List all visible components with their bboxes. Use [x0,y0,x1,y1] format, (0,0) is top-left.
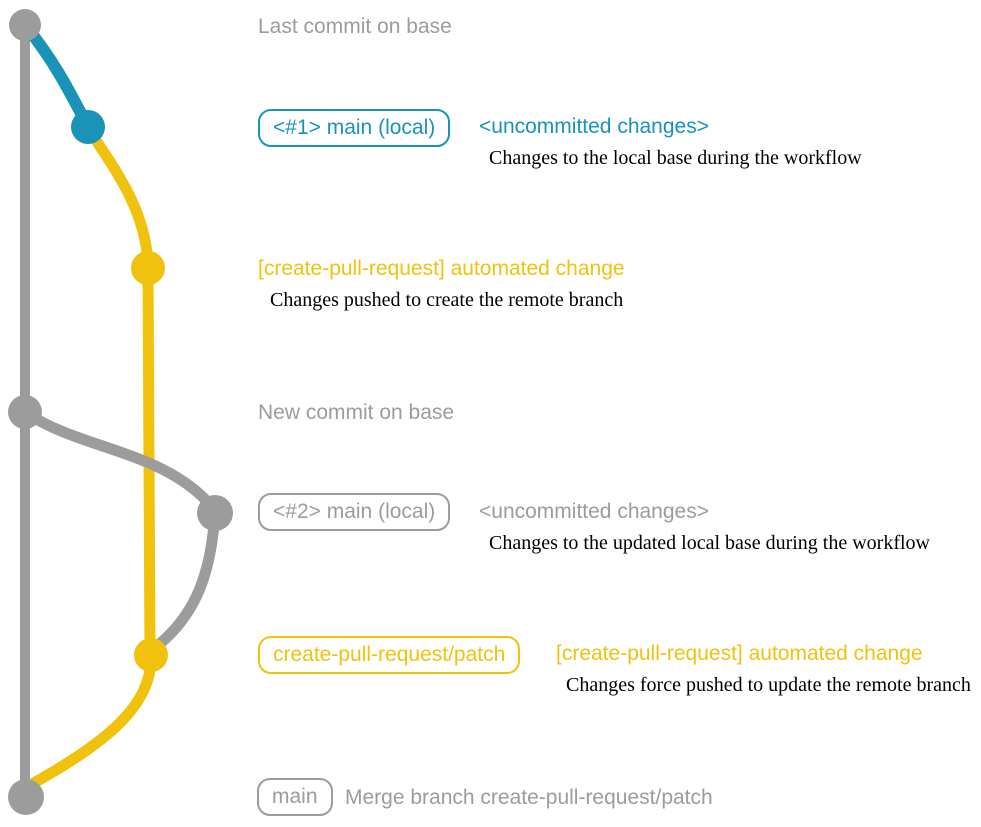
commit-node-local-1 [71,110,105,144]
auto-change-1-caption-text: Changes pushed to create the remote bran… [270,289,624,311]
commit-node-merge [8,779,44,815]
new-commit-text: New commit on base [258,401,455,424]
rebase-curve-upper [19,406,219,514]
auto-change-1-text: [create-pull-request] automated change [258,257,625,280]
commit-node-local-2 [197,495,233,531]
merge-caption-text: Merge branch create-pull-request/patch [345,786,713,809]
merge-curve [24,649,157,791]
branch2-label-pill: <#2> main (local) [258,493,451,531]
local-change-curve [19,19,93,131]
push-branch-curve [82,122,154,268]
branch2-status-text: <uncommitted changes> [479,500,709,523]
last-commit-text: Last commit on base [258,15,452,38]
auto-change-2-text: [create-pull-request] automated change [556,642,923,665]
branch1-label-pill: <#1> main (local) [258,109,451,147]
commit-node-new-base [8,395,42,429]
commit-node-push-1 [131,251,165,285]
auto-change-2-caption-text: Changes force pushed to update the remot… [566,674,971,696]
commit-node-last-base [9,9,41,41]
branch2-caption-text: Changes to the updated local base during… [489,532,930,554]
branch1-status-text: <uncommitted changes> [479,115,709,138]
merge-label-pill: main [257,778,333,816]
patch-branch-label-pill: create-pull-request/patch [258,636,521,674]
branch1-caption-text: Changes to the local base during the wor… [489,147,862,169]
rebase-curve-lower [150,507,221,653]
commit-node-force-push [134,638,168,672]
